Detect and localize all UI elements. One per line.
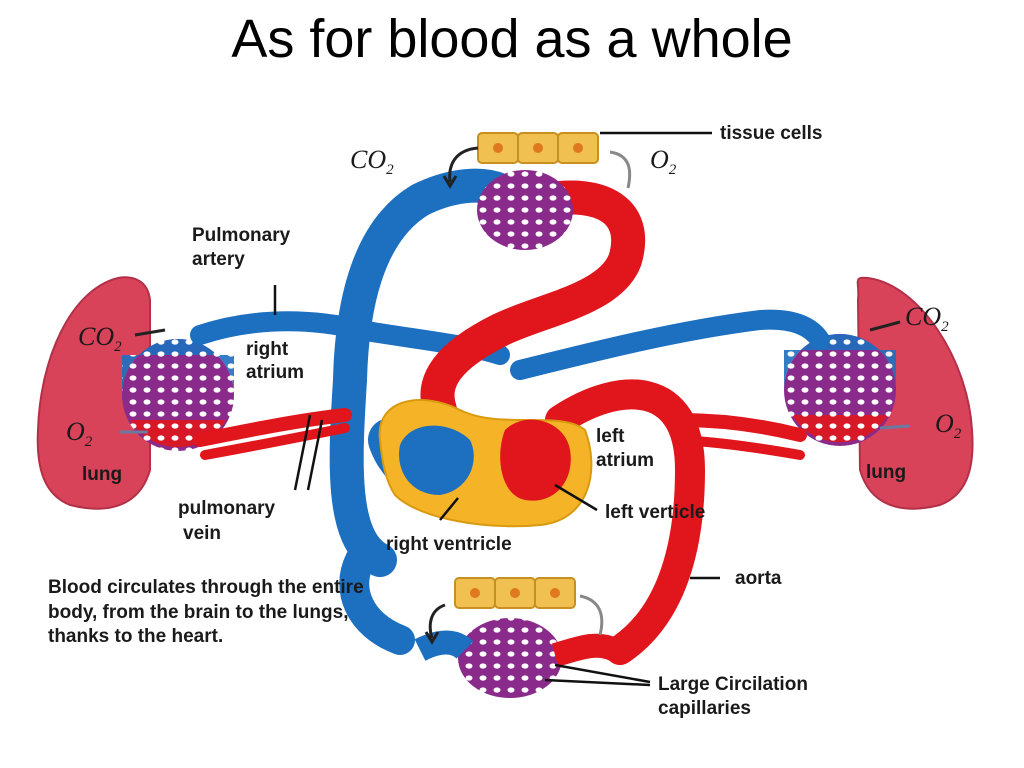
label-aorta: aorta [735, 568, 782, 589]
label-left-atrium-2: atrium [596, 450, 654, 471]
label-capillaries-1: Large Circilation [658, 674, 808, 695]
label-right-ventricle: right ventricle [386, 534, 512, 555]
label-co2-top: CO2 [350, 145, 394, 178]
right-lung-capillaries [784, 334, 896, 446]
gas-exchange-arrows [120, 146, 911, 645]
lower-tissue-capillaries [414, 618, 621, 698]
label-pulmonary-vein-2: vein [183, 523, 221, 544]
tissue-cells-bottom [454, 577, 576, 609]
label-pulmonary-vein-1: pulmonary [178, 498, 276, 519]
deoxygenated-vessels [190, 168, 830, 655]
heart [378, 399, 593, 528]
label-right-atrium-1: right [246, 339, 289, 360]
diagram-caption: Blood circulates through the entire body… [48, 577, 364, 647]
label-pulmonary-artery-1: Pulmonary [192, 225, 291, 246]
upper-tissue-capillaries [477, 170, 573, 250]
tissue-cells-top [477, 132, 599, 164]
label-o2-right: O2 [935, 409, 962, 442]
label-co2-left: CO2 [78, 322, 122, 355]
oxygenated-vessels [193, 180, 807, 665]
label-right-atrium-2: atrium [246, 362, 304, 383]
label-capillaries-2: capillaries [658, 698, 751, 719]
label-left-atrium-1: left [596, 426, 625, 447]
page-title: As for blood as a whole [231, 9, 793, 69]
label-o2-top: O2 [650, 145, 677, 178]
label-co2-right: CO2 [905, 302, 949, 335]
right-lung [856, 276, 974, 510]
label-tissue-cells: tissue cells [720, 123, 822, 144]
label-left-verticle: left verticle [605, 502, 705, 523]
label-lung-left: lung [82, 464, 122, 485]
left-lung [36, 276, 151, 510]
label-o2-left: O2 [66, 417, 93, 450]
label-lung-right: lung [866, 462, 906, 483]
label-pulmonary-artery-2: artery [192, 249, 245, 270]
leader-lines [273, 131, 720, 687]
